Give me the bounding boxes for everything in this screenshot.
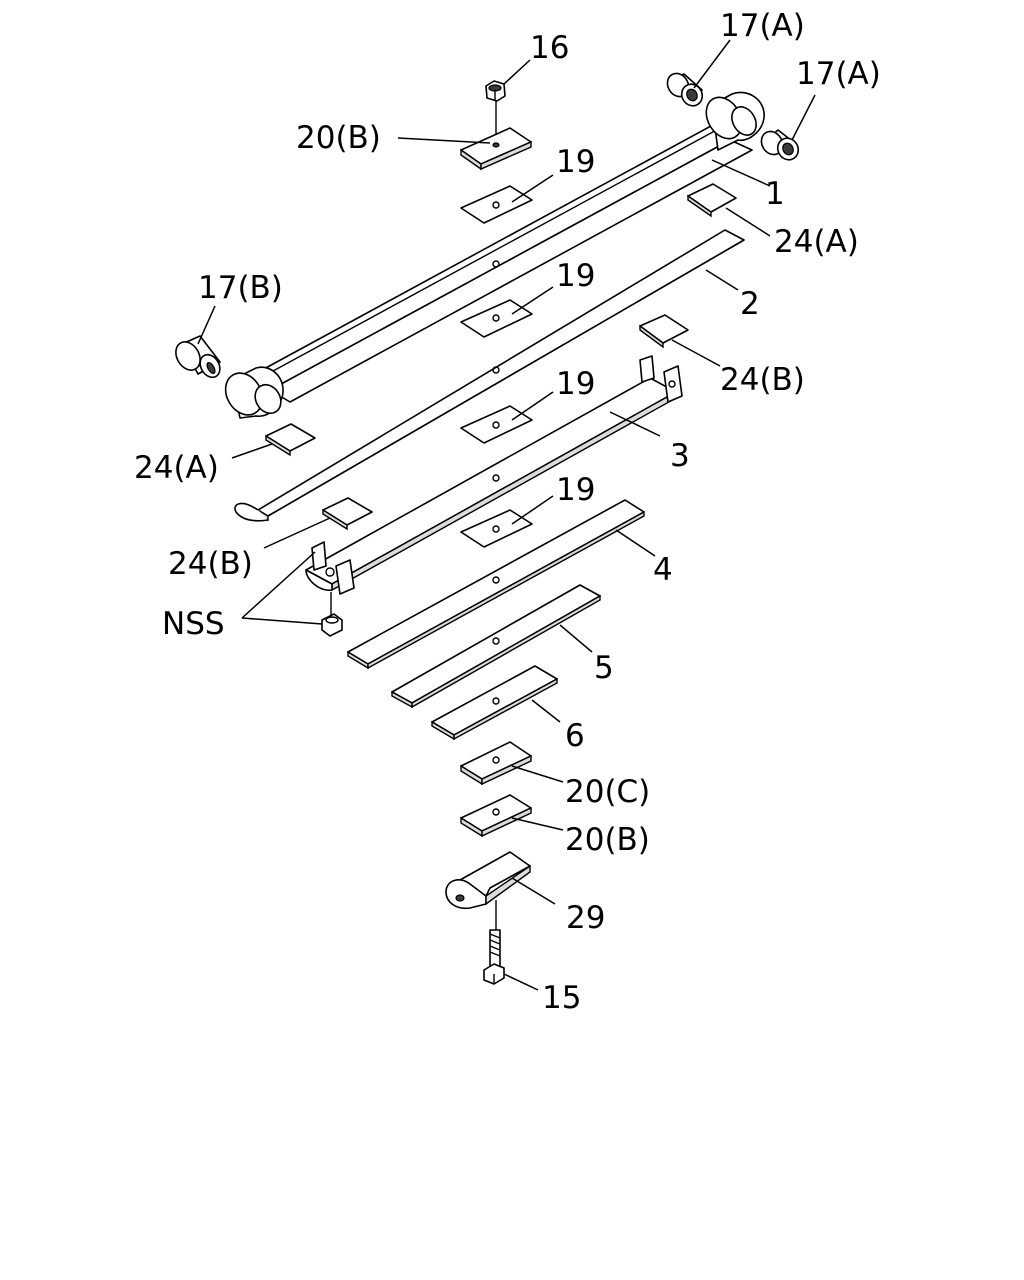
part-29-bracket — [445, 851, 531, 930]
part-16-nut — [485, 80, 506, 102]
part-15-bolt — [483, 929, 505, 985]
callout-24b-left: 24(B) — [168, 546, 253, 582]
callout-19-second: 19 — [556, 258, 595, 294]
callout-2: 2 — [740, 286, 760, 322]
callout-15: 15 — [542, 980, 581, 1016]
part-24b-pad-right — [639, 314, 689, 349]
part-17a-bushing-right — [760, 129, 800, 161]
callout-19-third: 19 — [556, 366, 595, 402]
callout-19-first: 19 — [556, 144, 595, 180]
part-6-leaf — [431, 665, 558, 741]
part-20c-plate — [460, 741, 532, 786]
part-3-third-leaf — [305, 355, 683, 595]
callout-16: 16 — [530, 30, 569, 66]
part-4-leaf — [347, 499, 645, 670]
callout-20c: 20(C) — [565, 774, 650, 810]
part-2-second-leaf — [234, 229, 745, 522]
part-17b-bushing — [175, 335, 221, 379]
callout-17a-right: 17(A) — [796, 56, 881, 92]
callout-17a-top: 17(A) — [720, 8, 805, 44]
callout-29: 29 — [566, 900, 605, 936]
part-20b-bottom-plate — [460, 794, 532, 838]
part-24b-pad-left — [322, 497, 373, 531]
part-17a-bushing-top — [666, 72, 704, 107]
part-19-pad-1 — [460, 185, 533, 224]
callout-24a-right: 24(A) — [774, 224, 859, 260]
part-24a-pad-right — [687, 183, 737, 218]
leader-lines — [197, 39, 816, 991]
callout-19-fourth: 19 — [556, 472, 595, 508]
part-20b-top-plate — [460, 127, 532, 171]
part-19-pad-2 — [460, 299, 533, 338]
callout-1: 1 — [765, 176, 785, 212]
callout-4: 4 — [653, 552, 673, 588]
callout-labels: 16 17(A) 17(A) 20(B) 19 1 24(A) 17(B) 19… — [134, 8, 881, 1016]
callout-nss: NSS — [162, 606, 225, 642]
part-19-pad-4 — [460, 509, 533, 548]
callout-17b: 17(B) — [198, 270, 283, 306]
callout-24a-left: 24(A) — [134, 450, 219, 486]
part-1-main-leaf — [224, 91, 765, 419]
part-5-leaf — [391, 584, 601, 709]
part-24a-pad-left — [265, 423, 316, 457]
callout-20b-bottom: 20(B) — [565, 822, 650, 858]
part-nss-bolt — [321, 592, 343, 637]
callout-24b-right: 24(B) — [720, 362, 805, 398]
callout-20b-top: 20(B) — [296, 120, 381, 156]
callout-3: 3 — [670, 438, 690, 474]
part-19-pad-3 — [460, 405, 533, 444]
callout-6: 6 — [565, 718, 585, 754]
callout-5: 5 — [594, 650, 614, 686]
